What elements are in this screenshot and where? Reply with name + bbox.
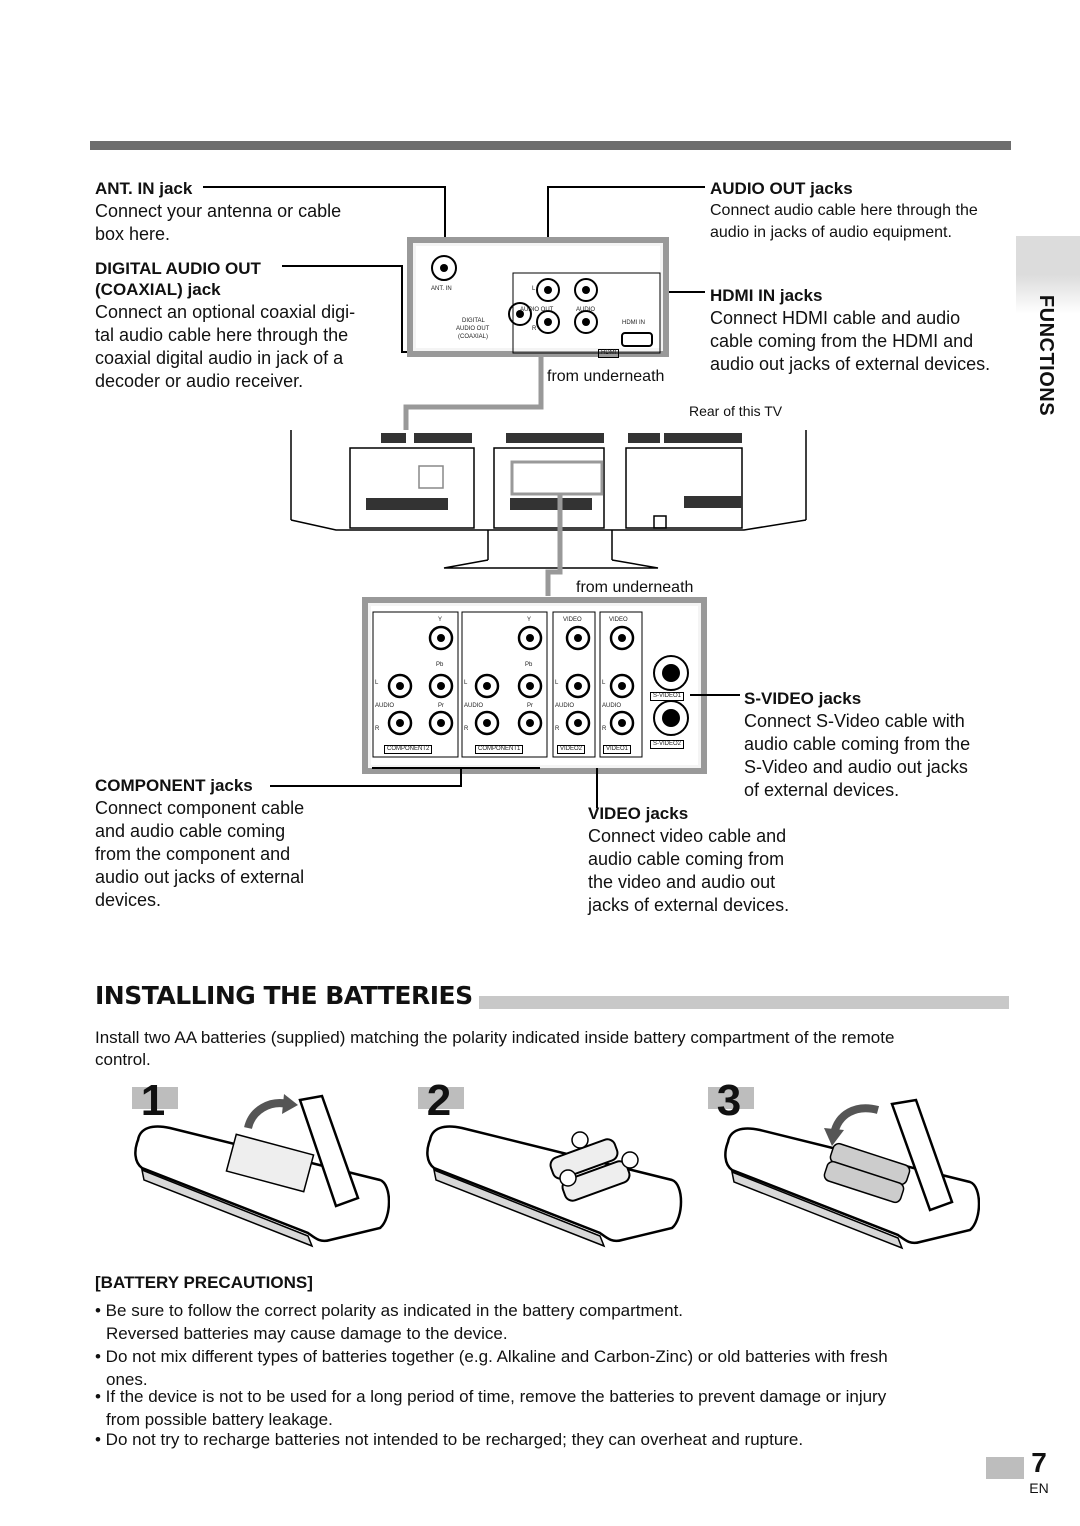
batteries-intro-line1: Install two AA batteries (supplied) matc… bbox=[95, 1028, 895, 1047]
digital-label: DIGITAL bbox=[462, 318, 485, 324]
comp2-pb-label: Pb bbox=[436, 662, 444, 668]
language-code: EN bbox=[1029, 1480, 1049, 1496]
digital-audio-out-line1: Connect an optional coaxial digi- bbox=[95, 302, 356, 322]
comp2-audio-label: AUDIO bbox=[375, 703, 395, 709]
remote-step3-illustration bbox=[724, 1098, 980, 1250]
video2-audio-label: AUDIO bbox=[555, 703, 575, 709]
section-title: INSTALLING THE BATTERIES bbox=[95, 982, 479, 1010]
digital-audio-out-title1: DIGITAL AUDIO OUT bbox=[95, 259, 261, 278]
step-2: 2 bbox=[414, 1077, 464, 1125]
svideo-title: S-VIDEO jacks bbox=[744, 689, 862, 708]
audio-out-coax-label2: (COAXIAL) bbox=[458, 334, 489, 340]
audio-out-coax-label1: AUDIO OUT bbox=[456, 326, 490, 332]
ant-in-jack-label: ANT. IN bbox=[431, 286, 452, 292]
comp2-r-label: R bbox=[375, 726, 380, 732]
component-title: COMPONENT jacks bbox=[95, 776, 253, 795]
page-number-block: 7 EN bbox=[986, 1447, 1064, 1497]
digital-audio-out-line2: tal audio cable here through the bbox=[95, 325, 349, 345]
from-underneath-label-1: from underneath bbox=[547, 368, 665, 385]
video1-r-label: R bbox=[602, 726, 607, 732]
comp1-pr-label: Pr bbox=[527, 703, 533, 709]
component-line3: from the component and bbox=[95, 844, 291, 864]
component2-label: COMPONENT2 bbox=[384, 745, 433, 754]
component-line2: and audio cable coming bbox=[95, 821, 286, 841]
comp2-y-label: Y bbox=[438, 617, 443, 623]
digital-audio-out-line4: decoder or audio receiver. bbox=[95, 371, 304, 391]
svideo2-label: S-VIDEO2 bbox=[650, 740, 685, 749]
component-line1: Connect component cable bbox=[95, 798, 305, 818]
video2-label: VIDEO2 bbox=[557, 745, 586, 754]
page-number: 7 bbox=[1031, 1447, 1047, 1478]
step-1: 1 bbox=[128, 1077, 178, 1125]
svideo-line2: audio cable coming from the bbox=[744, 734, 971, 754]
step-1-number: 1 bbox=[140, 1076, 166, 1125]
comp1-l-label: L bbox=[464, 680, 468, 686]
audio-out-title: AUDIO OUT jacks bbox=[710, 179, 853, 198]
header-rule bbox=[90, 141, 1011, 150]
digital-audio-out-title2: (COAXIAL) jack bbox=[95, 280, 221, 299]
video-line2: audio cable coming from bbox=[588, 849, 785, 869]
video2-r-label: R bbox=[555, 726, 560, 732]
video1-label-top: VIDEO bbox=[609, 617, 628, 623]
audio-out-line2: audio in jacks of audio equipment. bbox=[710, 224, 952, 241]
component-line4: audio out jacks of external bbox=[95, 867, 305, 887]
hdmi-in-jack-label: HDMI IN bbox=[622, 320, 645, 326]
video-line3: the video and audio out bbox=[588, 872, 776, 892]
connection-diagram bbox=[203, 186, 807, 808]
video2-label-top: VIDEO bbox=[563, 617, 582, 623]
video1-label: VIDEO1 bbox=[603, 745, 632, 754]
video2-l-label: L bbox=[555, 680, 559, 686]
precaution-2-line2: ones. bbox=[106, 1370, 148, 1389]
svideo1-label: S-VIDEO1 bbox=[650, 692, 685, 701]
hdmi-in-title: HDMI IN jacks bbox=[710, 286, 823, 305]
video-line4: jacks of external devices. bbox=[588, 895, 790, 915]
step-3: 3 bbox=[704, 1077, 754, 1125]
video-line1: Connect video cable and bbox=[588, 826, 787, 846]
panel1-audio-label: AUDIO bbox=[576, 307, 596, 313]
audio-out-line1: Connect audio cable here through the bbox=[710, 202, 978, 219]
precaution-1-line1: • Be sure to follow the correct polarity… bbox=[95, 1301, 684, 1320]
svideo-line1: Connect S-Video cable with bbox=[744, 711, 965, 731]
ant-in-line1: Connect your antenna or cable bbox=[95, 201, 342, 221]
video1-l-label: L bbox=[602, 680, 606, 686]
panel1-r-label: R bbox=[532, 326, 537, 332]
batteries-intro-line2: control. bbox=[95, 1050, 151, 1069]
component1-label: COMPONENT1 bbox=[475, 745, 524, 754]
remote-step1-illustration bbox=[134, 1094, 390, 1248]
precaution-2-line1: • Do not mix different types of batterie… bbox=[95, 1347, 888, 1366]
svideo-line4: of external devices. bbox=[744, 780, 900, 800]
comp1-r-label: R bbox=[464, 726, 469, 732]
hdmi-label: HDMI bbox=[598, 349, 620, 358]
digital-audio-out-line3: coaxial digital audio in jack of a bbox=[95, 348, 344, 368]
panel1-audio-out-label: AUDIO OUT bbox=[520, 307, 554, 313]
ant-in-line2: box here. bbox=[95, 224, 171, 244]
rear-of-tv-label: Rear of this TV bbox=[689, 403, 783, 419]
functions-tab bbox=[1016, 236, 1080, 430]
video-title: VIDEO jacks bbox=[588, 804, 689, 823]
component-line5: devices. bbox=[95, 890, 162, 910]
step-2-number: 2 bbox=[426, 1076, 452, 1125]
precaution-3-line1: • If the device is not to be used for a … bbox=[95, 1387, 887, 1406]
hdmi-in-line2: cable coming from the HDMI and bbox=[710, 331, 974, 351]
hdmi-in-line3: audio out jacks of external devices. bbox=[710, 354, 991, 374]
precaution-4-line1: • Do not try to recharge batteries not i… bbox=[95, 1430, 804, 1449]
comp1-y-label: Y bbox=[527, 617, 532, 623]
comp2-pr-label: Pr bbox=[438, 703, 444, 709]
panel1-l-label: L bbox=[532, 286, 536, 292]
svideo-line3: S-Video and audio out jacks bbox=[744, 757, 968, 777]
from-underneath-label-2: from underneath bbox=[576, 579, 694, 596]
precautions-title: [BATTERY PRECAUTIONS] bbox=[95, 1273, 313, 1292]
precaution-3-line2: from possible battery leakage. bbox=[106, 1410, 333, 1429]
precaution-1-line2: Reversed batteries may cause damage to t… bbox=[106, 1324, 508, 1343]
hdmi-in-line1: Connect HDMI cable and audio bbox=[710, 308, 961, 328]
comp1-audio-label: AUDIO bbox=[464, 703, 484, 709]
ant-in-title: ANT. IN jack bbox=[95, 179, 193, 198]
remote-step2-illustration bbox=[426, 1125, 683, 1248]
step-3-number: 3 bbox=[716, 1076, 742, 1125]
video1-audio-label: AUDIO bbox=[602, 703, 622, 709]
comp1-pb-label: Pb bbox=[525, 662, 533, 668]
comp2-l-label: L bbox=[375, 680, 379, 686]
